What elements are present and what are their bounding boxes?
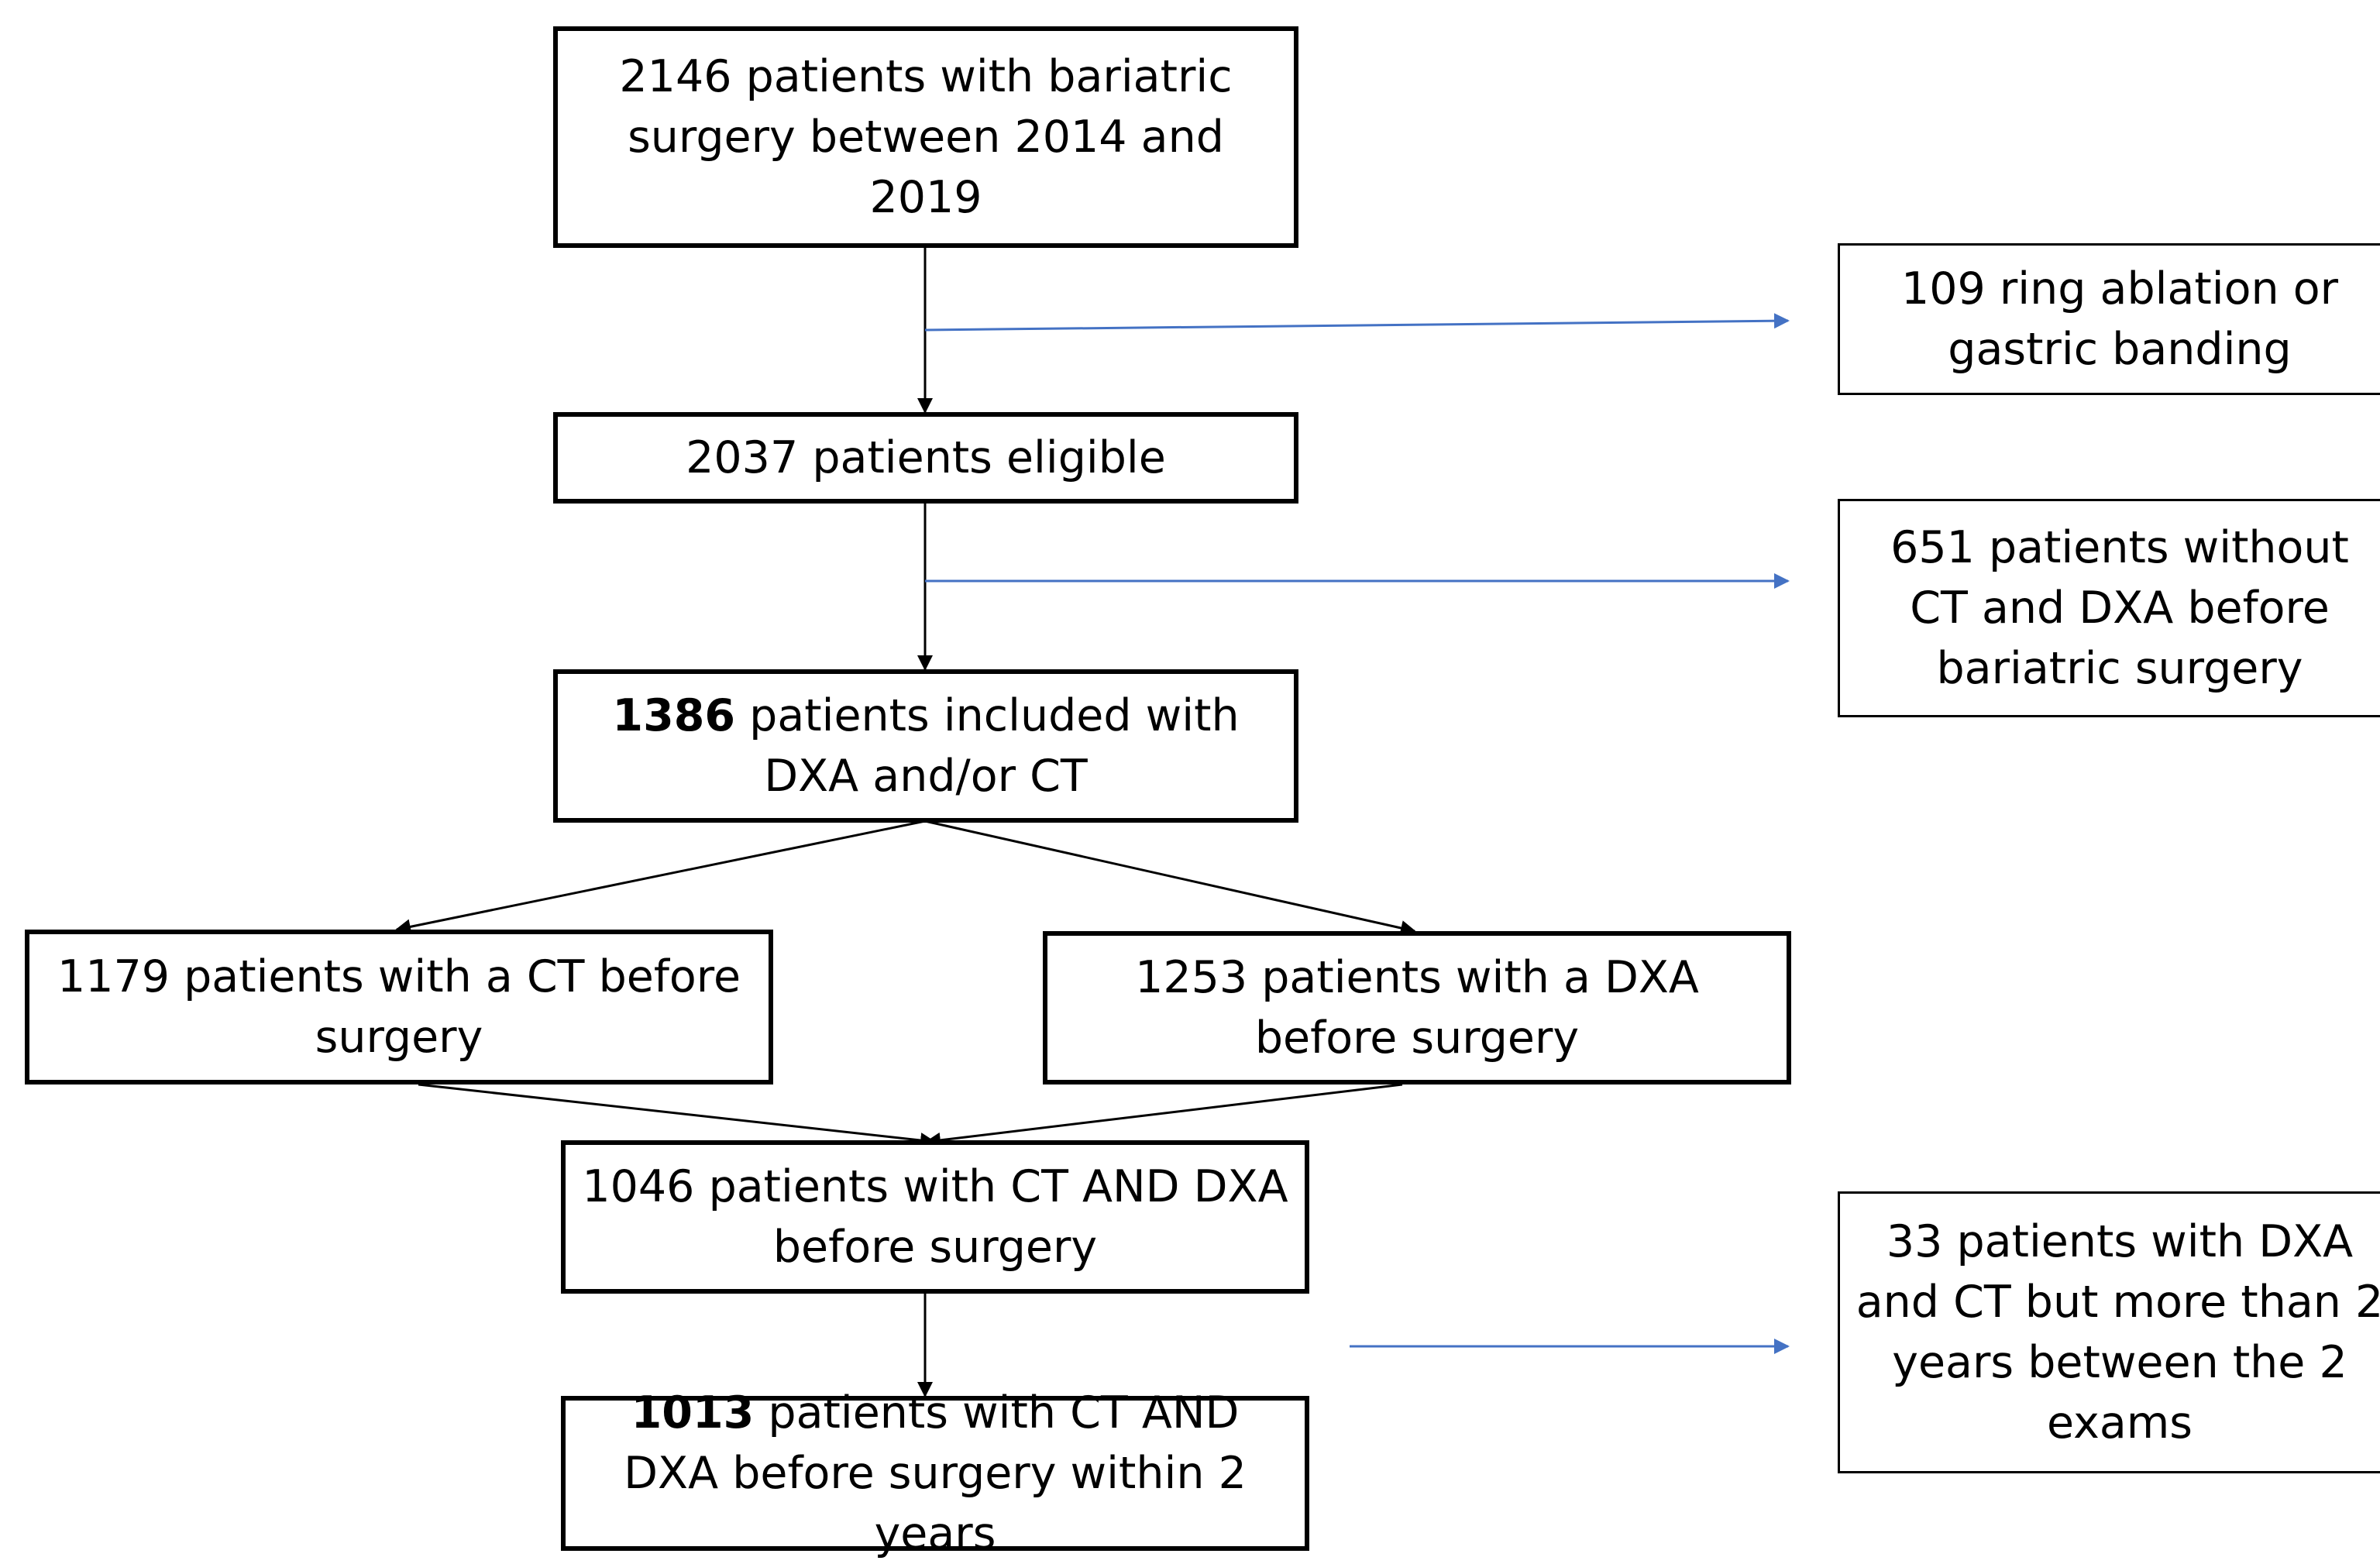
eligible-box-text: 2037 patients eligible: [686, 432, 1166, 483]
dxa-box-text: 1253 patients with a DXA before surgery: [1135, 952, 1699, 1064]
initial-box: 2146 patients with bariatric surgery bet…: [553, 26, 1298, 248]
ct-box: 1179 patients with a CT before surgery: [25, 930, 773, 1084]
ct-and-dxa-box-text: 1046 patients with CT AND DXA before sur…: [582, 1161, 1288, 1273]
dxa-box: 1253 patients with a DXA before surgery: [1043, 931, 1791, 1084]
final-box: 1013 patients with CT AND DXA before sur…: [561, 1387, 1309, 1559]
arrow-exclusion-ring: [924, 313, 1790, 332]
excluded-interval-box-text: 33 patients with DXA and CT but more tha…: [1856, 1216, 2380, 1449]
included-description: patients included with DXA and/or CT: [735, 690, 1240, 802]
arrow-dxa-to-ct-and-dxa: [925, 1083, 1403, 1148]
included-count: 1386: [612, 690, 736, 741]
ct-and-dxa-box: 1046 patients with CT AND DXA before sur…: [561, 1140, 1309, 1294]
included-box: 1386 patients included with DXA and/or C…: [553, 669, 1298, 823]
arrow-included-to-ct: [395, 820, 926, 935]
excluded-no-imaging-box-text: 651 patients without CT and DXA before b…: [1890, 522, 2349, 694]
excluded-interval-box: 33 patients with DXA and CT but more tha…: [1838, 1191, 2380, 1473]
final-description: patients with CT AND DXA before surgery …: [624, 1387, 1247, 1559]
arrow-ct-to-ct-and-dxa: [418, 1083, 936, 1148]
excluded-ring-box-text: 109 ring ablation or gastric banding: [1900, 263, 2339, 375]
eligible-box: 2037 patients eligible: [553, 412, 1298, 504]
ct-box-text: 1179 patients with a CT before surgery: [57, 951, 741, 1063]
final-box-text: 1013 patients with CT AND DXA before sur…: [581, 1383, 1289, 1564]
final-count: 1013: [631, 1387, 755, 1439]
excluded-ring-box: 109 ring ablation or gastric banding: [1838, 243, 2380, 395]
excluded-no-imaging-box: 651 patients without CT and DXA before b…: [1838, 499, 2380, 717]
arrow-included-to-dxa: [924, 820, 1416, 936]
initial-box-text: 2146 patients with bariatric surgery bet…: [619, 51, 1233, 223]
included-box-text: 1386 patients included with DXA and/or C…: [573, 686, 1278, 806]
